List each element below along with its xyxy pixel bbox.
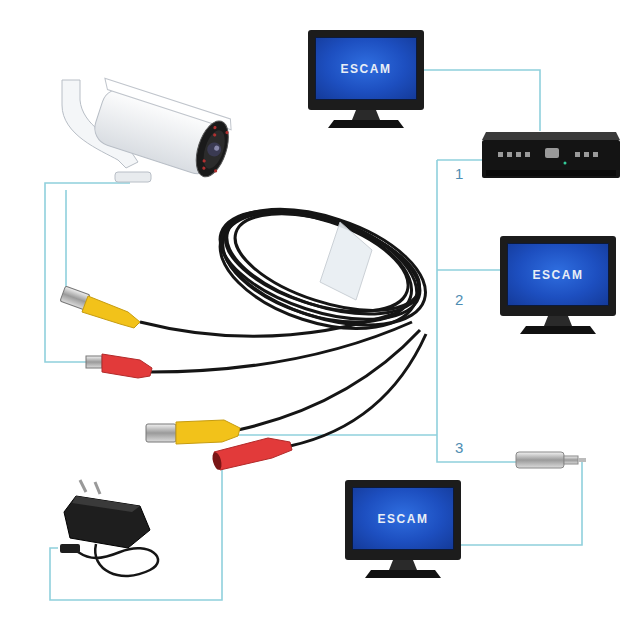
callout-number: 3 xyxy=(455,440,463,456)
monitor xyxy=(500,236,616,334)
screen-logo: ESCAM xyxy=(533,268,584,282)
callout-number: 2 xyxy=(455,292,463,308)
bnc-connector xyxy=(60,286,140,328)
dvr-recorder xyxy=(482,132,620,178)
bnc-connector xyxy=(146,420,240,444)
monitor xyxy=(345,480,461,578)
monitor xyxy=(308,30,424,128)
screen-logo: ESCAM xyxy=(378,512,429,526)
dc-plug xyxy=(86,354,152,378)
screen-logo: ESCAM xyxy=(341,62,392,76)
monitor-screen: ESCAM xyxy=(507,243,609,306)
rca-adapter xyxy=(516,452,586,468)
monitor-screen: ESCAM xyxy=(315,37,417,100)
cable-coil xyxy=(140,186,440,446)
dc-socket xyxy=(211,438,292,471)
power-adapter xyxy=(60,480,158,576)
bullet-camera xyxy=(62,78,236,182)
callout-number: 1 xyxy=(455,166,463,182)
monitor-screen: ESCAM xyxy=(352,487,454,550)
